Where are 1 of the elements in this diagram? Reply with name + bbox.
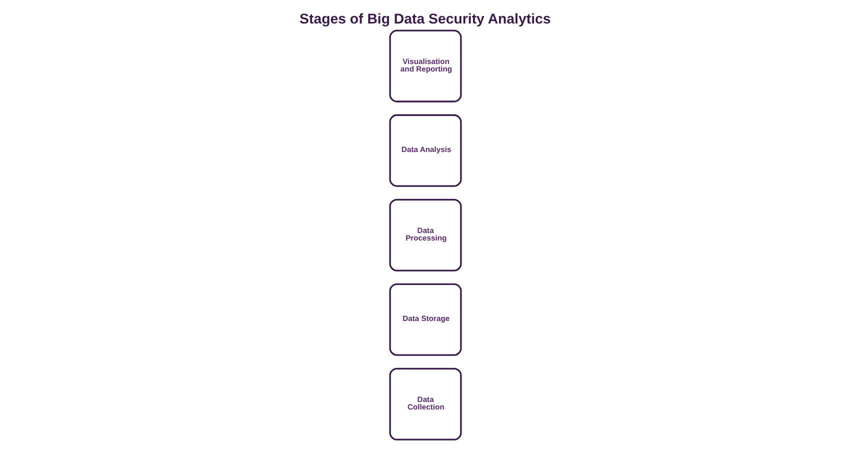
diagram-title: Stages of Big Data Security Analytics [299,11,550,28]
